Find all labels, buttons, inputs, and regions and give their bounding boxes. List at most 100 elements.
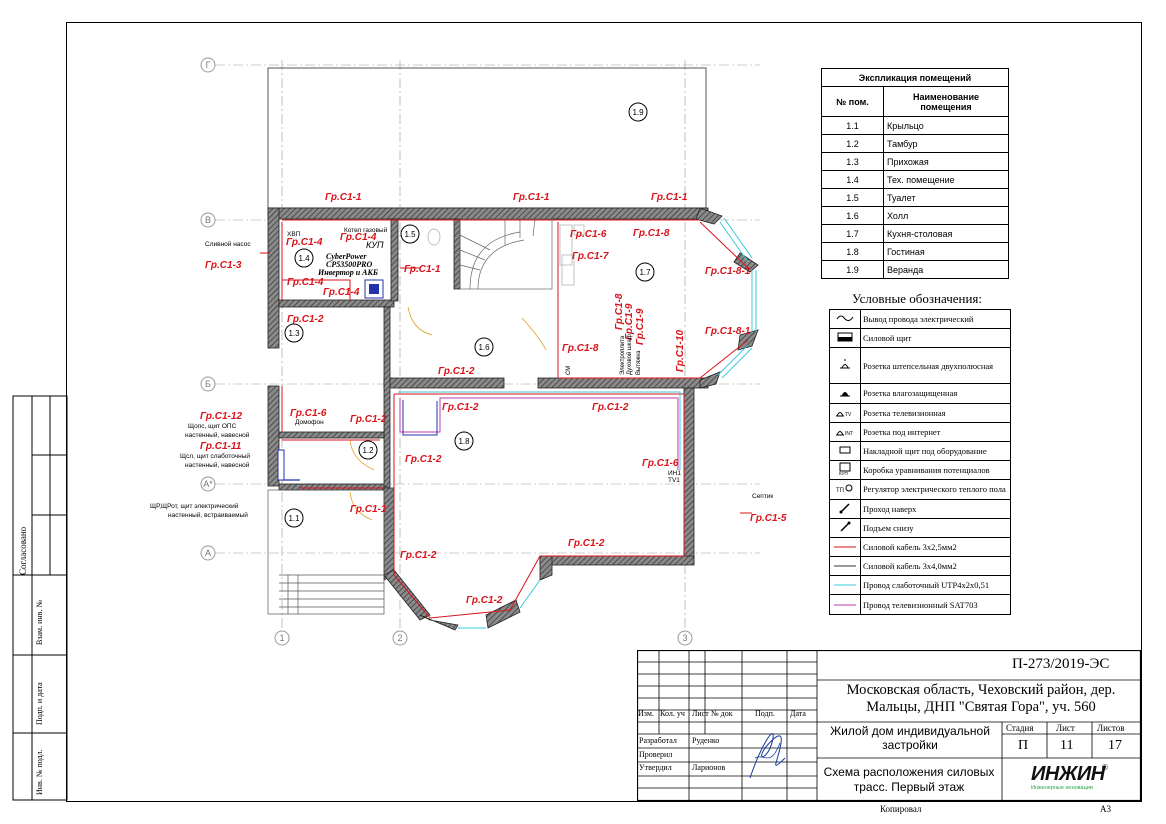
legend-title: Условные обозначения: [852, 291, 983, 306]
equipment-panel-icon [839, 446, 851, 454]
internet-socket-icon: INT [836, 431, 853, 437]
note-doorphone: Домофон [295, 419, 324, 426]
group-label: Гр.С1-8 [633, 228, 670, 239]
col-header: Дата [790, 709, 806, 718]
legend-item: Розетка влагозащищенная [829, 383, 1011, 404]
power-cables [260, 219, 752, 619]
legend-item: Силовой кабель 3х4,0мм2 [829, 556, 1011, 577]
rise-from-below-icon [840, 521, 851, 532]
svg-text:3: 3 [682, 633, 687, 643]
group-label: Гр.С1-1 [404, 264, 441, 275]
note-opc2: настенный, навесной [185, 431, 250, 439]
group-label: Гр.С1-1 [350, 504, 387, 515]
room-tag: 1.8 [458, 437, 470, 446]
svg-text:В: В [205, 215, 211, 225]
role-label: Утвердил [639, 763, 672, 772]
inv-orig-label: Инв. № подл. [35, 749, 44, 795]
group-label: Гр.С1-10 [675, 330, 686, 372]
note-washer: Септик [752, 493, 773, 500]
role-label: Разработал [639, 736, 677, 745]
waterproof-socket-icon [840, 392, 850, 397]
legend-item: Проход наверх [829, 498, 1011, 519]
group-label: Гр.С1-7 [572, 251, 609, 262]
group-label: Гр.С1-6 [290, 408, 327, 419]
walls [267, 207, 759, 631]
note-opc1: Щопс, щит ОПС [188, 423, 237, 430]
group-label: Гр.С1-2 [405, 454, 442, 465]
group-label: Гр.С1-2 [442, 402, 479, 413]
doors [349, 306, 547, 521]
company-logo: ИНЖИН Инженерные инновации [1031, 763, 1105, 791]
copied-label: Копировал [880, 804, 922, 814]
svg-text:Б: Б [205, 379, 211, 389]
staircase [459, 218, 553, 290]
group-label: Гр.С1-2 [400, 550, 437, 561]
agreed-label: Согласовано [18, 526, 28, 575]
room-tag: 1.7 [639, 268, 651, 277]
note-ups1: CyberPower [326, 252, 367, 261]
note-duh: Духовой шкаф [626, 334, 633, 375]
pass-up-icon [839, 503, 850, 514]
cable-dark-icon [834, 565, 856, 567]
group-label: Гр.С1-2 [466, 595, 503, 606]
group-label: Гр.С1-4 [340, 232, 377, 243]
group-label: Гр.С1-8 [562, 343, 599, 354]
group-label: Гр.С1-2 [592, 402, 629, 413]
legend-table: Вывод провода электрический Силовой щит … [829, 308, 1011, 615]
format-label: А3 [1100, 804, 1111, 814]
group-label: Гр.С1-2 [438, 366, 475, 377]
note-tv1: ТV1 [668, 477, 680, 484]
wire-outlet-icon [836, 315, 854, 322]
note-ups2: CP53500PRO [326, 260, 372, 269]
legend-item: Силовой щит [829, 328, 1011, 349]
axis-markers: Г В Б А* А 1 2 3 [200, 57, 693, 646]
stage-value: П [1018, 738, 1029, 753]
note-sl1: Щсл, щит слаботочный [180, 452, 250, 460]
panels [277, 279, 384, 481]
windows [458, 217, 757, 629]
room-tags: 1.1 1.2 1.3 1.4 1.5 1.6 1.7 1.8 1.9 [284, 102, 655, 528]
porch-stairs [267, 489, 385, 615]
col-header: Кол. уч [660, 709, 685, 718]
svg-text:1: 1 [279, 633, 284, 643]
group-label: Гр.С1-8-1 [705, 266, 751, 277]
group-label: Гр.С1-9 [624, 303, 635, 340]
title-block-grid [637, 650, 1142, 802]
legend-item: Силовой кабель 3х2,5мм2 [829, 536, 1011, 558]
group-label: Гр.С1-4 [287, 277, 324, 288]
legend-item: Розетка штепсельная двухполюсная [829, 347, 1011, 385]
note-plita: Электроплита [620, 335, 626, 375]
group-labels: Гр.С1-1 Гр.С1-1 Гр.С1-1 Гр.С1-4 Гр.С1-4 … [200, 192, 787, 606]
cable-cyan-icon [834, 584, 856, 586]
floor-plan: Г В Б А* А 1 2 3 [150, 57, 787, 646]
role-label: Проверил [639, 750, 673, 759]
group-label: Гр.С1-4 [286, 237, 323, 248]
group-label: Гр.С1-8-1 [705, 326, 751, 337]
sheet-label: Лист [1056, 723, 1075, 733]
group-label: Гр.С1-12 [200, 411, 242, 422]
room-tag: 1.6 [478, 343, 490, 352]
sheets-label: Листов [1097, 723, 1125, 733]
signature-icon [749, 733, 786, 779]
legend-item: Провод телевизионный SAT703 [829, 594, 1011, 615]
svg-text:Г: Г [206, 60, 211, 70]
group-label: Гр.С1-2 [350, 414, 387, 425]
plan-notes-vertical: Электроплита Духовой шкаф Вытяжка СМ [566, 334, 642, 375]
group-labels-vertical: Гр.С1-8 Гр.С1-9 Гр.С1-9 Гр.С1-10 [614, 293, 686, 372]
power-panel-icon [837, 332, 853, 342]
note-hood: Вытяжка [636, 350, 642, 375]
cable-magenta-icon [834, 604, 856, 606]
note-int1: ИН1 [668, 470, 681, 477]
svg-text:ТП: ТП [836, 488, 844, 494]
room-tag: 1.4 [298, 254, 310, 263]
group-label: Гр.С1-1 [513, 192, 550, 203]
svg-text:INT: INT [845, 431, 853, 436]
svg-text:2: 2 [397, 633, 402, 643]
room-tag: 1.5 [404, 230, 416, 239]
group-label: Гр.С1-1 [651, 192, 688, 203]
